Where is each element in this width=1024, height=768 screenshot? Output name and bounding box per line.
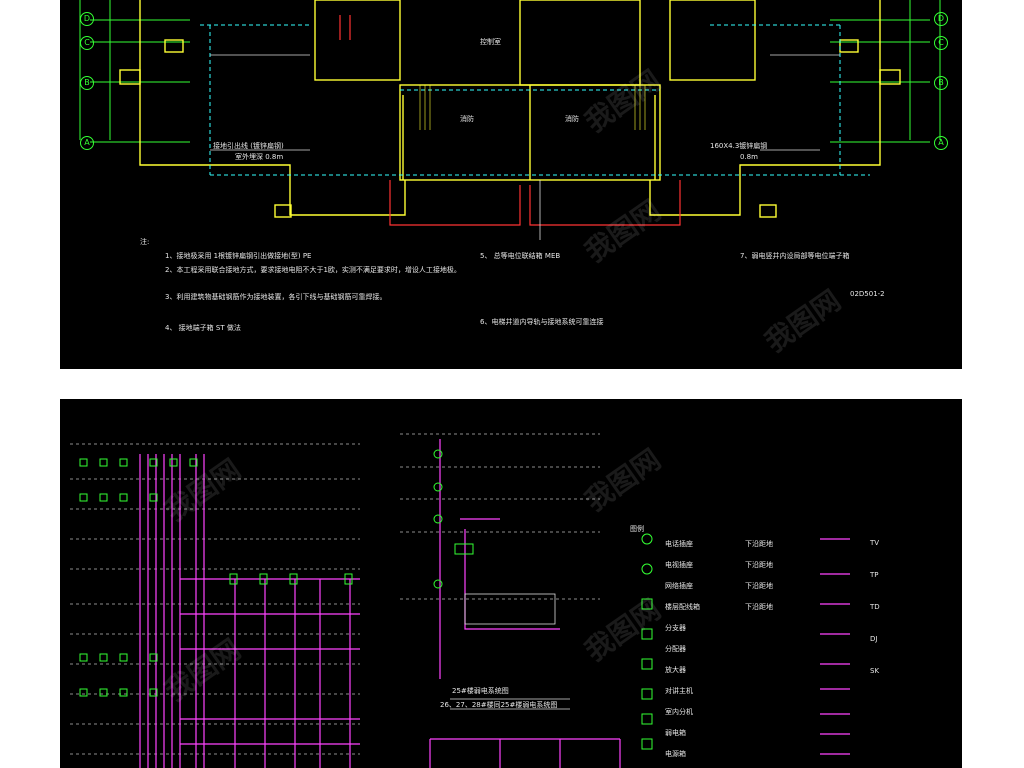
note-3: 3、利用建筑物基础钢筋作为接地装置，各引下线与基础钢筋可靠焊接。 (165, 293, 387, 301)
legend-row-name: 弱电箱 (665, 729, 686, 737)
legend-row-name: 电视插座 (665, 561, 693, 569)
axis-label-d-right: D (934, 12, 948, 26)
top-drawing-panel: D C B A D C B A 控制室 消防 消防 接地引出线 (镀锌扁钢) 室… (60, 0, 962, 369)
note-2: 2、本工程采用联合接地方式，要求接地电阻不大于1欧，实测不满足要求时，增设人工接… (165, 266, 461, 274)
legend-row-install: 下沿距地 (745, 603, 773, 611)
axis-label-c-right: C (934, 36, 948, 50)
room-label: 消防 (460, 115, 474, 123)
room-label: 控制室 (480, 38, 501, 46)
legend-row-name: 网络插座 (665, 582, 693, 590)
legend-row-name: 分配器 (665, 645, 686, 653)
callout-text: 接地引出线 (镀锌扁钢) (213, 142, 284, 150)
legend-row-name: 放大器 (665, 666, 686, 674)
axis-label-d-left: D (80, 12, 94, 26)
callout-text: 室外埋深 0.8m (235, 153, 284, 161)
note-1: 1、接地极采用 1根镀锌扁钢引出做接地(型) PE (165, 252, 312, 260)
axis-label-a-right: A (934, 136, 948, 150)
legend-row-install: 下沿距地 (745, 582, 773, 590)
system-diagram-subtitle: 26、27、28#楼同25#楼弱电系统图 (440, 701, 558, 709)
cable-legend-label: TP (870, 571, 879, 579)
legend-row-install: 下沿距地 (745, 561, 773, 569)
legend-row-name: 电话插座 (665, 540, 693, 548)
weak-current-system-drawing (70, 433, 850, 768)
axis-label-a-left: A (80, 136, 94, 150)
legend-row-name: 室内分机 (665, 708, 693, 716)
system-diagram-title: 25#楼弱电系统图 (452, 687, 509, 695)
note-7: 7、弱电竖井内设局部等电位端子箱 (740, 252, 850, 260)
axis-label-c-left: C (80, 36, 94, 50)
bottom-drawing-panel: 25#楼弱电系统图 26、27、28#楼同25#楼弱电系统图 图例 电话插座下沿… (60, 399, 962, 768)
legend-row-name: 楼层配线箱 (665, 603, 700, 611)
standard-reference: 02D501-2 (850, 290, 885, 298)
note-6: 6、电梯井道内导轨与接地系统可靠连接 (480, 318, 604, 326)
legend-row-install: 下沿距地 (745, 540, 773, 548)
legend-row-name: 电源箱 (665, 750, 686, 758)
legend-row-name: 分支器 (665, 624, 686, 632)
note-4: 4、 接地端子箱 ST 做法 (165, 324, 241, 332)
legend-row-name: 对讲主机 (665, 687, 693, 695)
cable-legend-label: DJ (870, 635, 878, 643)
room-label: 消防 (565, 115, 579, 123)
callout-text: 160X4.3镀锌扁钢 (710, 142, 768, 150)
axis-label-b-left: B (80, 76, 94, 90)
cable-legend-label: TV (870, 539, 880, 547)
axis-label-b-right: B (934, 76, 948, 90)
legend-title: 图例 (630, 525, 644, 533)
cable-legend-label: TD (870, 603, 880, 611)
notes-heading: 注: (140, 238, 150, 246)
cable-legend-label: SK (870, 667, 880, 675)
callout-text: 0.8m (740, 153, 758, 161)
note-5: 5、 总等电位联结箱 MEB (480, 252, 561, 260)
grounding-plan-drawing (79, 0, 941, 240)
